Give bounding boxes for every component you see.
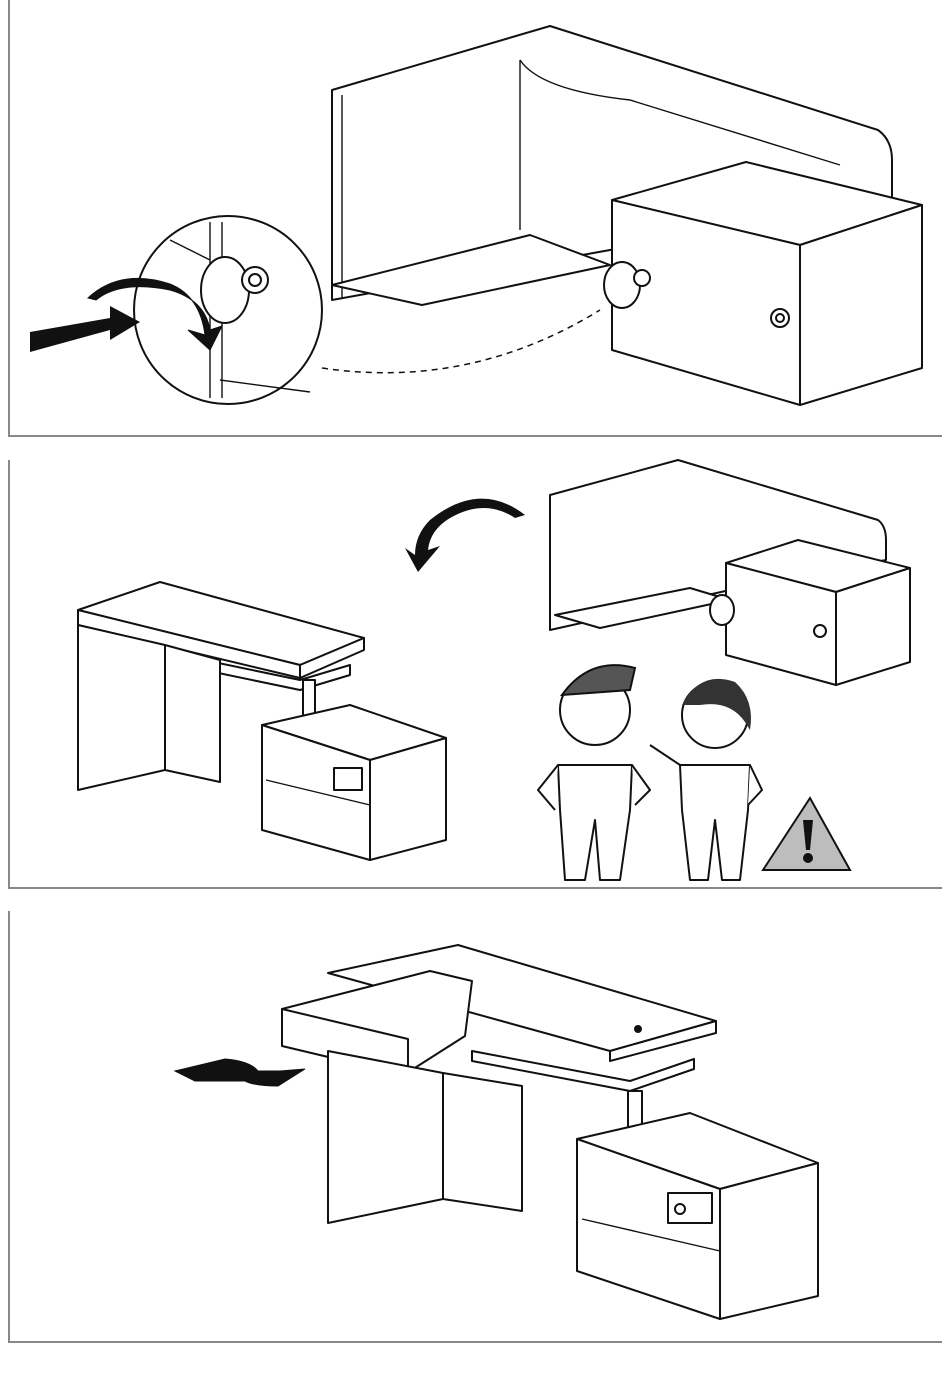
two-workers-mascot-icon [538, 665, 762, 880]
step-1-illustration [10, 0, 944, 437]
cabinet-drawer-front [334, 768, 362, 790]
step-3-illustration [10, 911, 944, 1343]
push-arrow-icon [175, 1059, 305, 1086]
detail-callout-line [322, 310, 600, 373]
step-1-panel [8, 0, 942, 437]
knob-connector [604, 262, 640, 308]
left-leg [328, 1051, 443, 1223]
step-2-illustration [10, 460, 944, 889]
left-leg [78, 625, 165, 790]
step-3-panel [8, 911, 942, 1343]
knob-detail [201, 257, 249, 323]
curved-arrow-icon [405, 499, 525, 572]
step-2-panel [8, 460, 942, 889]
push-arrow-icon [30, 306, 140, 352]
